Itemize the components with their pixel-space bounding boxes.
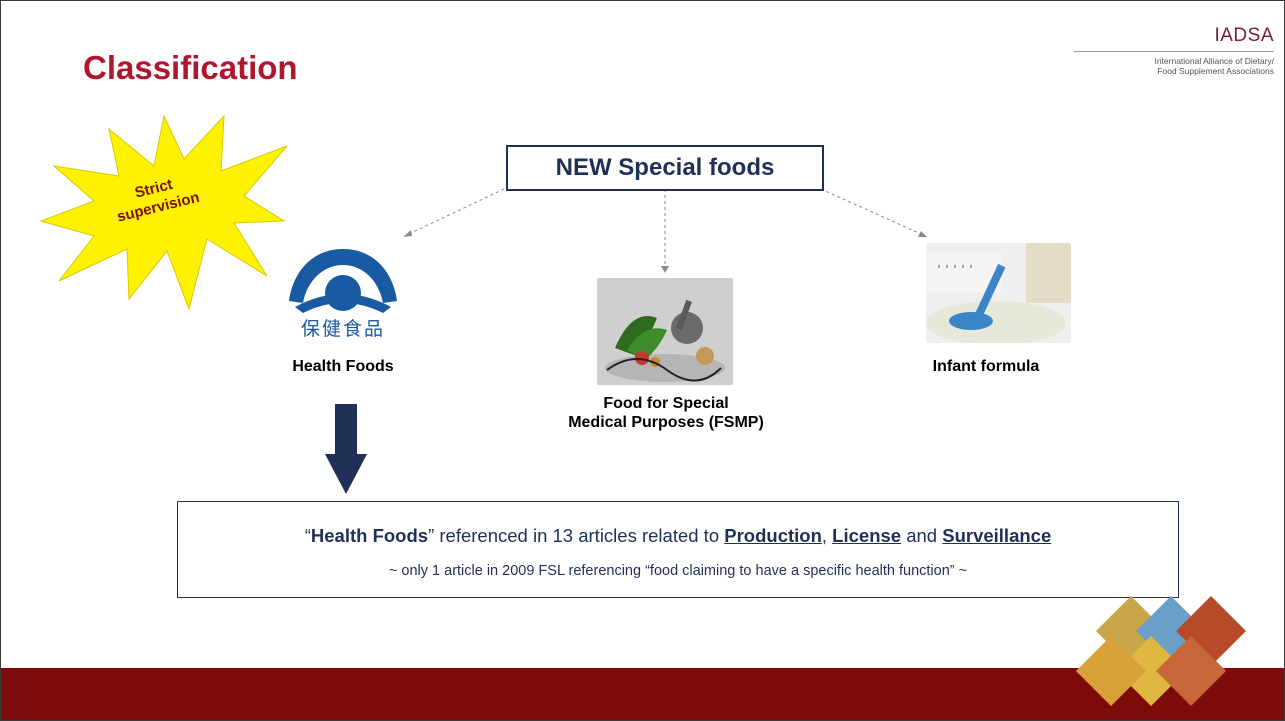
fsmp-image <box>597 278 733 385</box>
comma-separator: , <box>821 525 833 546</box>
iadsa-logo: IADSA International Alliance of Dietary/… <box>1074 25 1274 76</box>
summary-line: “Health Foods” referenced in 13 articles… <box>178 525 1178 547</box>
new-special-foods-box: NEW Special foods <box>506 145 824 191</box>
health-food-logo-icon <box>289 249 397 313</box>
decorative-diamonds-icon <box>1076 596 1246 706</box>
health-food-chinese-label: 保健食品 <box>300 319 385 340</box>
surveillance-term: Surveillance <box>942 525 1052 546</box>
logo-divider <box>1074 51 1274 52</box>
license-term: License <box>832 525 902 546</box>
starburst-icon <box>39 114 288 311</box>
fsmp-label-line-1: Food for Special <box>603 395 729 412</box>
logo-subtitle-2: Food Supplement Associations <box>1157 66 1274 76</box>
production-term: Production <box>724 525 822 546</box>
infant-formula-image <box>926 243 1071 343</box>
fsmp-label-line-2: Medical Purposes (FSMP) <box>568 414 764 431</box>
slide-title: Classification <box>83 49 298 86</box>
fsmp-label: Food for Special Medical Purposes (FSMP) <box>521 394 811 432</box>
open-quote: “ <box>304 525 311 546</box>
summary-mid-text: referenced in 13 articles related to <box>434 525 725 546</box>
health-foods-term: Health Foods <box>310 525 429 546</box>
and-text: and <box>901 525 943 546</box>
footer-bar <box>1 668 1284 720</box>
health-foods-label: Health Foods <box>292 358 394 375</box>
logo-name: IADSA <box>1214 25 1274 46</box>
down-arrow-icon <box>325 404 367 494</box>
summary-box: “Health Foods” referenced in 13 articles… <box>177 501 1179 598</box>
close-quote: ” <box>428 525 435 546</box>
summary-note: ~ only 1 article in 2009 FSL referencing… <box>388 563 968 579</box>
infant-formula-label: Infant formula <box>932 358 1040 375</box>
logo-subtitle-1: International Alliance of Dietary/ <box>1154 56 1274 66</box>
